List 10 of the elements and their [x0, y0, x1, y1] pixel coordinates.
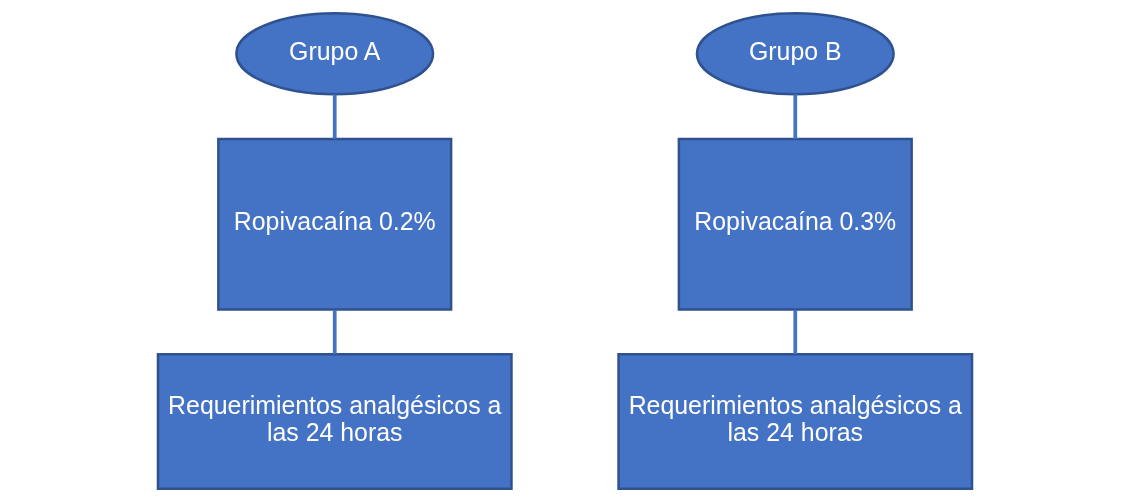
node-ellipse: Grupo A [235, 12, 435, 96]
connector [332, 309, 337, 355]
node-box: Ropivacaína 0.2% [217, 137, 453, 311]
node-ellipse: Grupo B [695, 12, 895, 96]
node-box: Requerimientos analgésicos a las 24 horas [617, 353, 974, 490]
connector [793, 94, 798, 139]
node-box: Requerimientos analgésicos a las 24 horas [156, 353, 513, 490]
connector [332, 94, 337, 139]
node-box: Ropivacaína 0.3% [677, 137, 913, 311]
connector [793, 309, 798, 355]
